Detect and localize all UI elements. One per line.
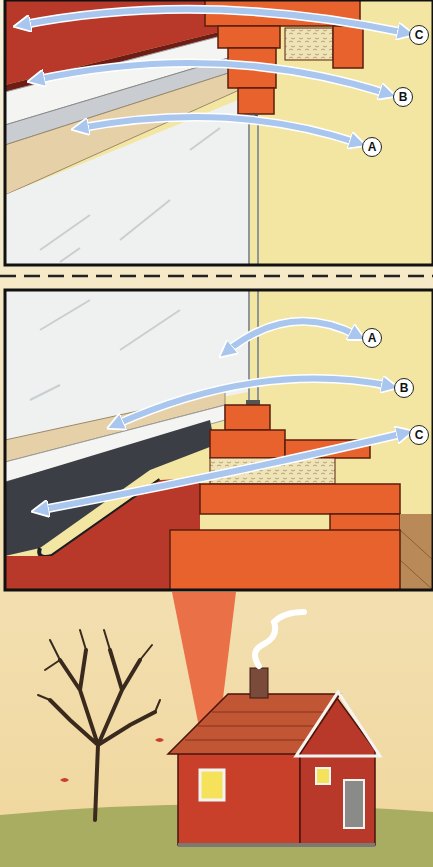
callout-letter: C xyxy=(409,25,429,45)
callout-letter: A xyxy=(362,328,382,348)
callout-letter: B xyxy=(393,87,413,107)
callout-letter: C xyxy=(409,425,429,445)
callout-letter: B xyxy=(394,378,414,398)
callout-letter: A xyxy=(362,137,382,157)
